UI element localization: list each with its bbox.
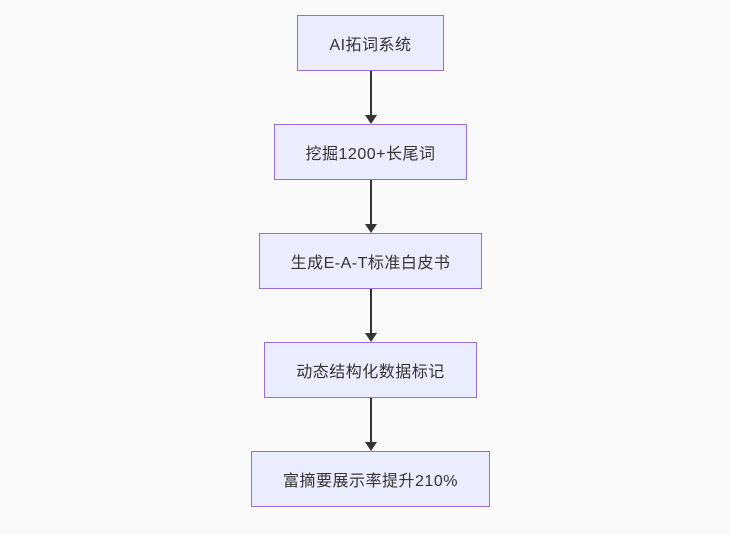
arrow-down-icon bbox=[364, 442, 377, 451]
arrow-down-icon bbox=[364, 333, 377, 342]
arrow-connector-3 bbox=[364, 289, 377, 342]
flow-node-rich-snippet-rate: 富摘要展示率提升210% bbox=[251, 451, 490, 507]
arrow-down-icon bbox=[364, 115, 377, 124]
arrow-line bbox=[369, 71, 372, 115]
arrow-connector-4 bbox=[364, 398, 377, 451]
arrow-connector-1 bbox=[364, 71, 377, 124]
flow-node-eat-whitepaper: 生成E-A-T标准白皮书 bbox=[258, 233, 483, 289]
arrow-line bbox=[369, 180, 372, 224]
flow-node-ai-expansion-system: AI拓词系统 bbox=[297, 15, 444, 71]
flow-node-longtail-keywords: 挖掘1200+长尾词 bbox=[273, 124, 468, 180]
arrow-line bbox=[369, 398, 372, 442]
arrow-line bbox=[369, 289, 372, 333]
flowchart: AI拓词系统 挖掘1200+长尾词 生成E-A-T标准白皮书 动态结构化数据标记… bbox=[6, 15, 729, 507]
arrow-connector-2 bbox=[364, 180, 377, 233]
arrow-down-icon bbox=[364, 224, 377, 233]
flow-node-structured-data-markup: 动态结构化数据标记 bbox=[264, 342, 477, 398]
